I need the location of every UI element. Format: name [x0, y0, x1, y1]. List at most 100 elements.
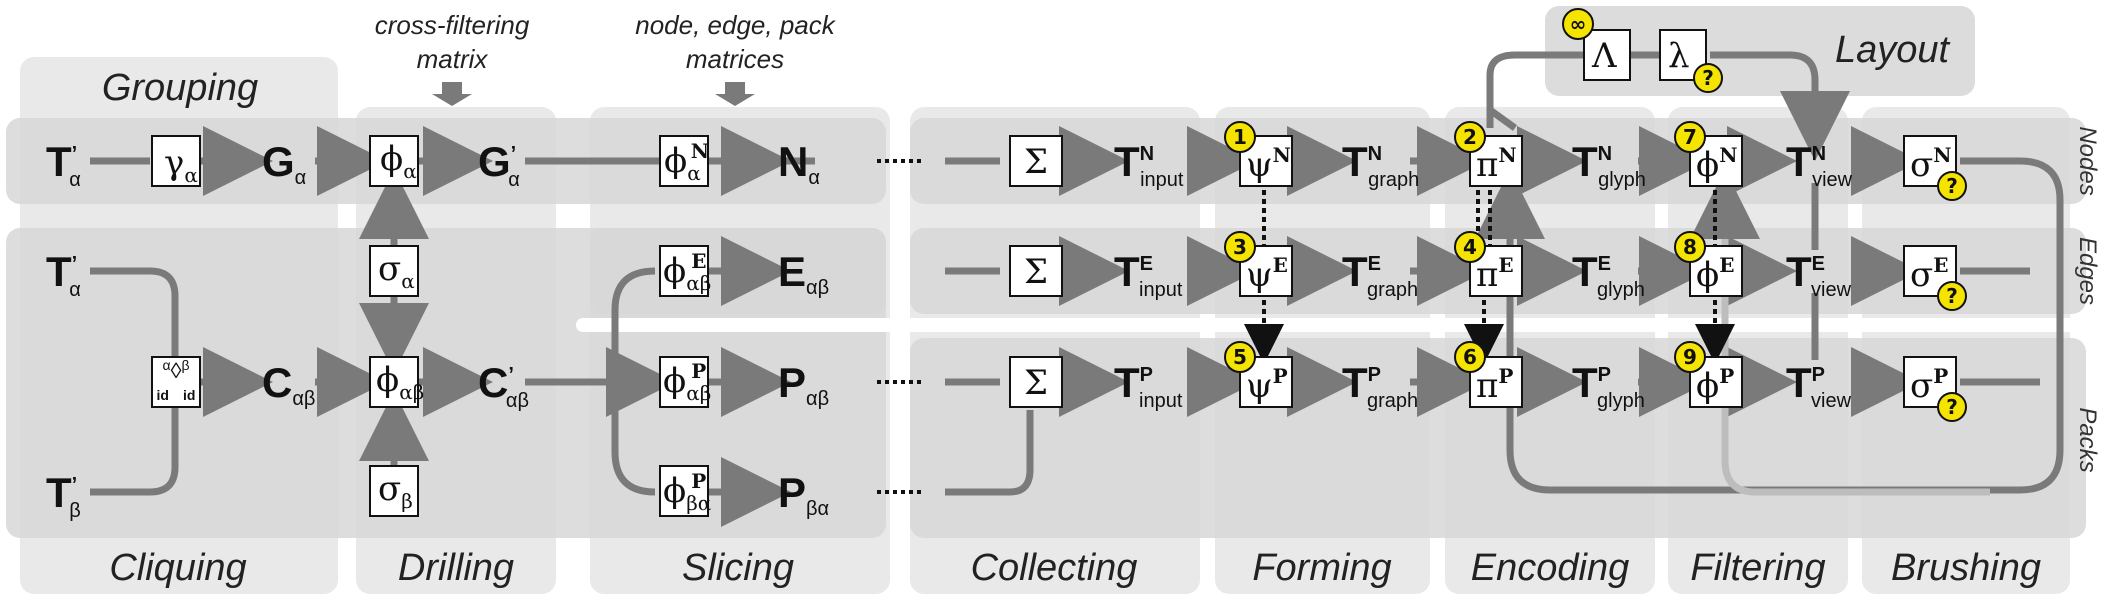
- svg-text:ϕαN: ϕαN: [664, 139, 709, 185]
- box-sum-e: [1009, 245, 1063, 297]
- svg-text:1: 1: [1233, 125, 1247, 149]
- badge-infinity: ∞: [1562, 8, 1594, 40]
- svg-text:∞: ∞: [1570, 12, 1587, 36]
- box-clique: [151, 356, 201, 408]
- svg-text:ψN: ψN: [1246, 143, 1291, 185]
- annotations: cross-filtering matrix node, edge, pack …: [375, 10, 837, 74]
- badge-7: 7: [1674, 121, 1706, 153]
- badges: 1 2 3 4 5 6 7 8 9 ∞ ? ? ? ?: [1224, 8, 1967, 422]
- svg-text:2: 2: [1463, 125, 1477, 149]
- stage-label-slicing: Slicing: [682, 547, 794, 589]
- svg-text:ϕβαP: ϕβαP: [663, 469, 711, 515]
- operator-boxes: [151, 29, 1957, 517]
- svg-text:?: ?: [1946, 174, 1958, 198]
- svg-text:ϕα: ϕα: [380, 139, 417, 183]
- badge-8: 8: [1674, 231, 1706, 263]
- node-e-ab: Eαβ: [778, 248, 829, 299]
- stage-label-collecting: Collecting: [971, 547, 1138, 589]
- svg-text:ϕαβ: ϕαβ: [376, 360, 424, 404]
- down-arrow-icon: [432, 82, 472, 106]
- svg-text:Σ: Σ: [1024, 142, 1048, 182]
- band-gap: [576, 318, 2076, 332]
- ellipsis-connectors: [877, 159, 925, 494]
- svg-text:Λ: Λ: [1591, 36, 1617, 76]
- node-t-alpha-2: T’α: [46, 248, 81, 301]
- svg-text:α◊β: α◊β: [162, 357, 189, 383]
- svg-text:ϕαβE: ϕαβE: [663, 249, 711, 295]
- svg-text:πE: πE: [1476, 253, 1514, 295]
- svg-text:ϕN: ϕN: [1696, 143, 1737, 185]
- svg-text:?: ?: [1946, 395, 1958, 419]
- svg-text:?: ?: [1946, 284, 1958, 308]
- svg-text:3: 3: [1233, 235, 1247, 259]
- svg-text:σβ: σβ: [378, 469, 413, 513]
- annotation-matrices-1: node, edge, pack: [635, 10, 836, 40]
- box-phi-a: [369, 135, 419, 187]
- svg-text:4: 4: [1463, 235, 1477, 259]
- svg-text:Σ: Σ: [1024, 252, 1048, 292]
- svg-text:σP: σP: [1910, 364, 1948, 406]
- box-sigma-a: [369, 245, 419, 297]
- badge-question-n: ?: [1937, 171, 1967, 201]
- down-arrow-icon: [715, 82, 755, 106]
- stage-label-filtering: Filtering: [1690, 547, 1825, 589]
- row-label-nodes: Nodes: [2074, 126, 2101, 195]
- node-p-ba: Pβα: [778, 469, 829, 520]
- stage-label-forming: Forming: [1252, 547, 1391, 589]
- box-phi-p-ab: [659, 356, 709, 408]
- badge-question-p: ?: [1937, 392, 1967, 422]
- connectors: [90, 51, 2064, 527]
- svg-text:7: 7: [1683, 125, 1697, 149]
- badge-question-e: ?: [1937, 281, 1967, 311]
- node-g-alpha-prime: G’α: [478, 138, 520, 191]
- annotation-matrices-2: matrices: [686, 44, 784, 74]
- panel-layout: [1545, 6, 1975, 96]
- box-sum-p: [1009, 356, 1063, 408]
- node-n-alpha: Nα: [778, 138, 820, 189]
- box-phi-n: [659, 135, 709, 187]
- stage-labels: Grouping Layout Cliquing Drilling Slicin…: [102, 29, 2041, 589]
- svg-text:λ: λ: [1668, 36, 1690, 76]
- annotation-matrix: matrix: [417, 44, 489, 74]
- badge-3: 3: [1224, 231, 1256, 263]
- node-g-alpha: Gα: [262, 138, 306, 189]
- annotation-arrows: [432, 82, 755, 106]
- svg-text:ϕαβP: ϕαβP: [663, 359, 711, 405]
- node-t-alpha: T’α: [46, 138, 81, 191]
- svg-text:5: 5: [1233, 345, 1247, 369]
- annotation-cross-filtering: cross-filtering: [375, 10, 530, 40]
- box-gamma: [151, 135, 201, 187]
- badge-5: 5: [1224, 341, 1256, 373]
- svg-text:σN: σN: [1910, 143, 1952, 185]
- node-p-ab: Pαβ: [778, 359, 829, 410]
- svg-text:ψE: ψE: [1246, 253, 1288, 295]
- svg-text:9: 9: [1683, 345, 1697, 369]
- node-c-ab: Cαβ: [262, 359, 315, 410]
- row-label-edges: Edges: [2074, 237, 2101, 305]
- badge-4: 4: [1454, 231, 1486, 263]
- node-labels: T’α Gα G’α Nα Eαβ Pαβ Pβα T’α T’β Cαβ C’…: [46, 138, 1853, 522]
- stage-label-cliquing: Cliquing: [109, 547, 246, 589]
- stage-label-grouping: Grouping: [102, 67, 258, 109]
- box-sigma-b: [369, 465, 419, 517]
- stage-label-encoding: Encoding: [1471, 547, 1629, 589]
- box-phi-e: [659, 245, 709, 297]
- svg-text:Σ: Σ: [1024, 363, 1048, 403]
- svg-text:8: 8: [1683, 235, 1697, 259]
- box-phi-ab: [369, 356, 419, 408]
- box-pi-n: [1469, 135, 1523, 187]
- svg-text:ϕE: ϕE: [1696, 253, 1734, 295]
- svg-text:ψP: ψP: [1246, 364, 1288, 406]
- row-label-packs: Packs: [2074, 407, 2101, 472]
